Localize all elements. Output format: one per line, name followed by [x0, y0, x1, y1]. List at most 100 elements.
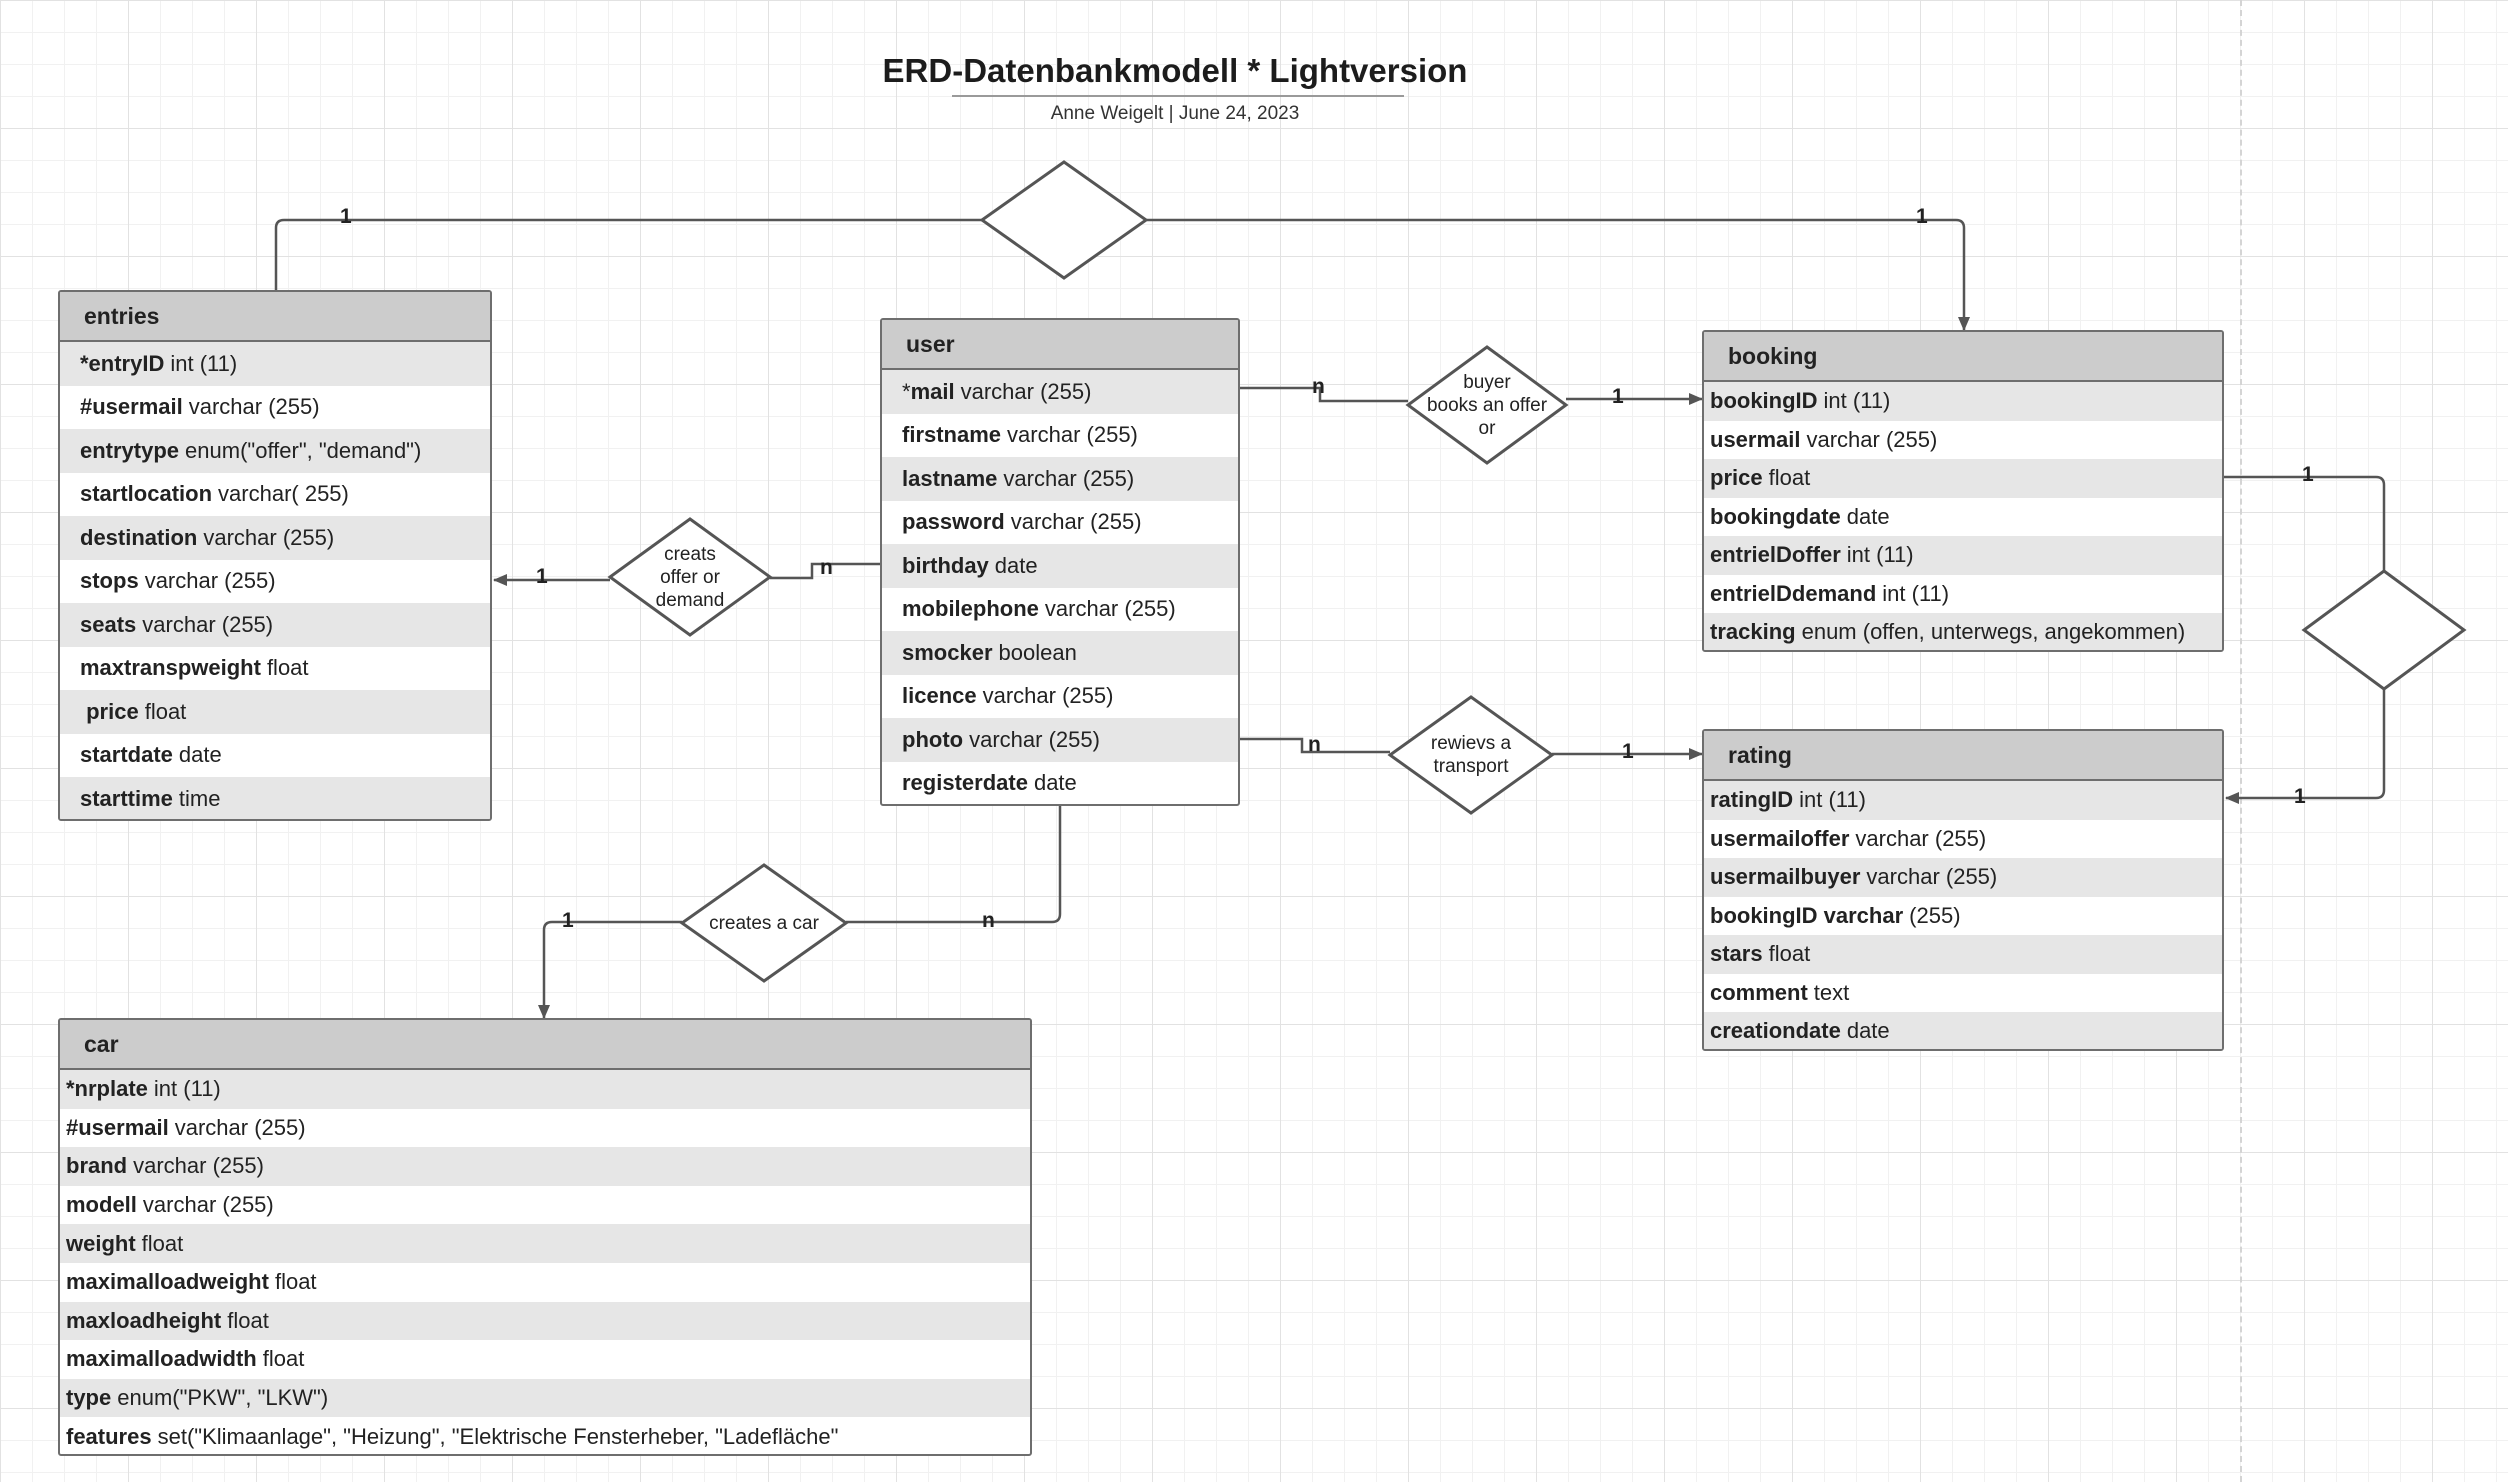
attribute-name: usermailbuyer [1710, 864, 1861, 890]
attribute-name: maximalloadwidth [66, 1346, 257, 1372]
relationship-diamond-car [679, 863, 849, 983]
attribute-type: varchar (255) [1003, 465, 1135, 491]
attribute-name: creationdate [1710, 1018, 1841, 1044]
attribute-type: int (11) [153, 1076, 221, 1102]
attribute-name: mobilephone [902, 596, 1039, 622]
cardinality-label: 1 [562, 909, 574, 932]
attribute-type: float [144, 698, 187, 724]
cardinality-label: 1 [2302, 463, 2314, 486]
cardinality-label: 1 [2294, 785, 2306, 808]
attribute-type: int (11) [1799, 787, 1866, 813]
attribute-name: #usermail [80, 394, 183, 420]
connector-user-car [846, 806, 1062, 924]
attribute-type: date [178, 742, 222, 768]
connector-entries-top [274, 218, 982, 290]
attribute-type: enum("PKW", "LKW") [117, 1385, 329, 1411]
attribute-type: varchar (255) [960, 378, 1092, 404]
attribute-type: varchar (255) [142, 611, 274, 637]
cardinality-label: n [820, 556, 833, 579]
attribute-type: float [262, 1346, 305, 1372]
attribute-type: float [1768, 941, 1811, 967]
attribute-name: maxloadheight [66, 1307, 222, 1333]
attribute-type: varchar( 255) [218, 481, 349, 507]
attribute-type: varchar (255) [144, 568, 276, 594]
entity-header-car: car [60, 1020, 1030, 1070]
attribute-type: varchar (255) [203, 524, 335, 550]
attribute-name: entrielDoffer [1710, 542, 1841, 568]
attribute-name: seats [80, 611, 137, 637]
relationship-diamond-right [2301, 569, 2467, 691]
attribute-name: entrielDdemand [1710, 580, 1877, 606]
attribute-type: varchar (255) [1866, 864, 1998, 890]
attribute-type: varchar (255) [1007, 422, 1138, 448]
attribute-name: smocker [902, 639, 993, 665]
attribute-name: entrytype [80, 437, 180, 463]
title-underline [952, 95, 1404, 97]
entity-header-booking: booking [1704, 332, 2222, 382]
attribute-type: boolean [998, 639, 1077, 665]
attribute-type: time [178, 785, 221, 811]
attribute-name: *nrplate [66, 1076, 148, 1102]
relationship-label-buyer: buyer books an offer or [1426, 371, 1548, 439]
attribute-name: modell [66, 1192, 137, 1218]
attribute-name: licence [902, 683, 977, 709]
attribute-type: date [1846, 1018, 1890, 1044]
attribute-name: mail [910, 378, 955, 404]
relationship-label-car: creates a car [709, 912, 819, 934]
attribute-name: startdate [80, 742, 173, 768]
attribute-name: startlocation [80, 481, 213, 507]
attribute-name: weight [66, 1230, 136, 1256]
cardinality-label: 1 [1916, 205, 1928, 228]
attribute-type: (255) [1909, 902, 1961, 928]
attribute-name: lastname [902, 465, 998, 491]
attribute-type: int (11) [1882, 580, 1950, 606]
attribute-type: varchar (255) [969, 726, 1100, 752]
cardinality-label: n [1308, 733, 1321, 756]
entity-header-rating: rating [1704, 731, 2222, 781]
cardinality-label: 1 [536, 565, 548, 588]
cardinality-label: 1 [1612, 385, 1624, 408]
attribute-name: password [902, 509, 1005, 535]
attribute-type: varchar (255) [1855, 825, 1987, 851]
cardinality-label: n [1312, 375, 1325, 398]
attribute-type: enum("offer", "demand") [185, 437, 422, 463]
attribute-name: #usermail [66, 1114, 169, 1140]
attribute-type: set("Klimaanlage", "Heizung", "Elektrisc… [157, 1423, 839, 1449]
attribute-name: comment [1710, 979, 1808, 1005]
